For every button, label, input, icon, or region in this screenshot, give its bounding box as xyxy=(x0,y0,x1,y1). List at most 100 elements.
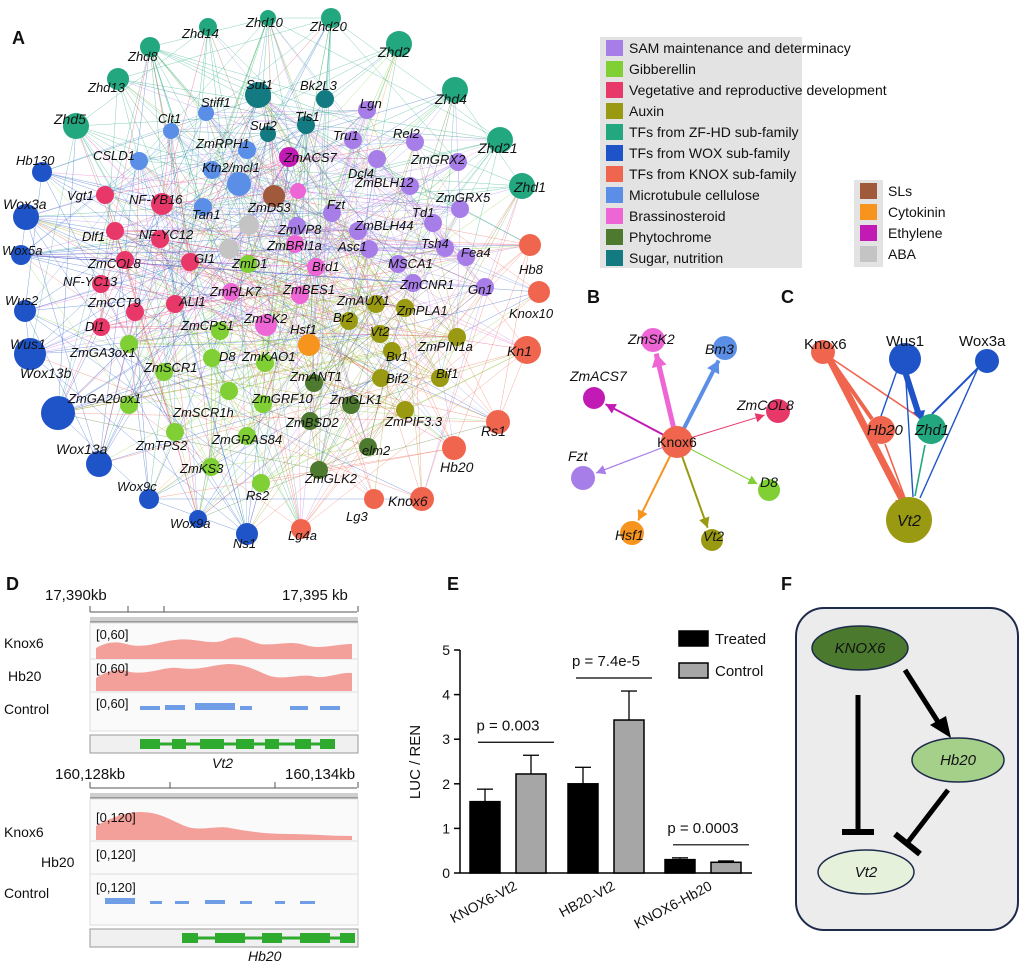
network-edge xyxy=(261,43,400,98)
legend-label-sls: SLs xyxy=(888,183,912,199)
track-d2-left-coord: 160,128kb xyxy=(55,766,125,783)
node-label-zhd10: Zhd10 xyxy=(245,15,284,30)
node-zmgrx5 xyxy=(451,200,469,218)
network-edge xyxy=(367,89,456,448)
model-box xyxy=(795,607,1019,931)
network-edge xyxy=(138,149,248,162)
network-edge xyxy=(219,330,441,379)
y-tick-label: 3 xyxy=(442,731,450,747)
node-hb20 xyxy=(442,436,466,460)
network-edge xyxy=(267,17,501,141)
network-edge xyxy=(380,244,531,379)
node-zhd20 xyxy=(321,8,341,28)
arrow-knox6-hb20 xyxy=(902,668,943,727)
node-label-zhd5: Zhd5 xyxy=(53,111,86,127)
network-edge xyxy=(189,261,212,468)
node-ali1 xyxy=(166,295,184,313)
network-edge xyxy=(315,43,400,268)
track-d2-row3-label: Control xyxy=(4,885,49,901)
network-edge xyxy=(230,291,369,448)
node-label-gn1: Gn1 xyxy=(468,282,493,297)
node-zmcct9 xyxy=(126,303,144,321)
p-value-label: p = 0.0003 xyxy=(667,820,738,837)
network-edge xyxy=(247,89,456,265)
network-edge xyxy=(404,307,423,500)
network-edge xyxy=(114,230,531,246)
network-edge xyxy=(134,206,204,313)
network-edge xyxy=(246,307,406,535)
node-asc1 xyxy=(360,240,378,258)
network-edge xyxy=(228,124,307,392)
network-edge xyxy=(75,125,370,250)
node-label-fea4: Fea4 xyxy=(461,245,491,260)
node-zmgrx2 xyxy=(449,153,467,171)
network-edge xyxy=(205,109,368,114)
node-sugarx xyxy=(245,82,271,108)
network-edge xyxy=(308,212,333,346)
network-edge xyxy=(350,404,406,411)
node-label-zmrlk7: ZmRLK7 xyxy=(209,284,262,299)
edge-hb20-vt2 xyxy=(884,443,906,499)
node-label-zmblh12: ZmBLH12 xyxy=(354,175,414,190)
network-edge xyxy=(318,421,499,471)
network-edge xyxy=(57,224,250,414)
network-edge xyxy=(124,208,461,261)
node-zmpin1a xyxy=(448,328,466,346)
network-edge xyxy=(104,194,199,520)
network-edge xyxy=(202,206,446,249)
node-b-fzt xyxy=(571,466,595,490)
network-edge xyxy=(159,238,248,535)
track-d2-gene: Hb20 xyxy=(248,948,282,964)
node-label-zhd2: Zhd2 xyxy=(377,44,410,60)
network-edge xyxy=(98,17,332,465)
network-edge xyxy=(100,326,199,520)
network-edge xyxy=(75,26,209,127)
node-label-zmaux1: ZmAUX1 xyxy=(336,293,390,308)
network-edge xyxy=(128,343,248,535)
node-knox6-model xyxy=(811,625,909,671)
node-bif1 xyxy=(431,369,449,387)
label-vt2: Vt2 xyxy=(897,513,921,530)
network-edge xyxy=(210,169,213,468)
network-edge xyxy=(41,96,263,173)
node-zmd1 xyxy=(239,255,257,273)
node-hsf1 xyxy=(298,334,320,356)
track-d2-scale2: [0,120] xyxy=(96,847,136,862)
network-edge xyxy=(324,43,400,100)
node-zmacs7 xyxy=(279,147,299,167)
network-edge xyxy=(41,112,207,173)
network-edge xyxy=(414,141,446,249)
node-rs2 xyxy=(252,474,270,492)
node-label-wox3a: Wox3a xyxy=(3,196,47,212)
legend-swatch-column xyxy=(600,37,802,268)
node-smallpink xyxy=(290,183,306,199)
node-label-wox9a: Wox9a xyxy=(170,516,210,531)
network-edge xyxy=(138,160,176,433)
network-edge xyxy=(348,248,370,322)
network-edge xyxy=(246,324,267,437)
node-brd1 xyxy=(307,258,325,276)
node-zmgras84 xyxy=(238,427,256,445)
network-edge xyxy=(138,160,523,187)
network-c: Knox6 Wus1 Wox3a Hb20 Zhd1 Vt2 xyxy=(804,333,1006,543)
node-label-vt2: Vt2 xyxy=(370,324,390,339)
node-rel2 xyxy=(406,133,424,151)
node-label-tan1: Tan1 xyxy=(192,207,220,222)
network-edge xyxy=(197,446,369,520)
node-zmscr1 xyxy=(155,363,173,381)
node-elm2 xyxy=(359,438,377,456)
track-d2: 160,128kb 160,134kb Knox6 Hb20 Control [… xyxy=(4,766,359,964)
network-edge xyxy=(163,94,259,373)
legend-swatch-brassinosteroid xyxy=(606,208,623,224)
network-edge xyxy=(376,158,467,258)
category-label-hb20-vt2: HB20-Vt2 xyxy=(556,877,617,920)
node-fzt xyxy=(323,204,341,222)
node-label-zmcol8: ZmCOL8 xyxy=(87,256,142,271)
node-label-zmrph1: ZmRPH1 xyxy=(195,136,249,151)
network-edge xyxy=(163,371,212,468)
network-edge xyxy=(414,141,523,187)
legend-label-phytochrome: Phytochrome xyxy=(629,229,712,245)
node-label-zmbri1a: ZmBRI1a xyxy=(266,238,322,253)
node-b-zmcol8 xyxy=(766,399,790,423)
network-edge xyxy=(238,124,307,185)
